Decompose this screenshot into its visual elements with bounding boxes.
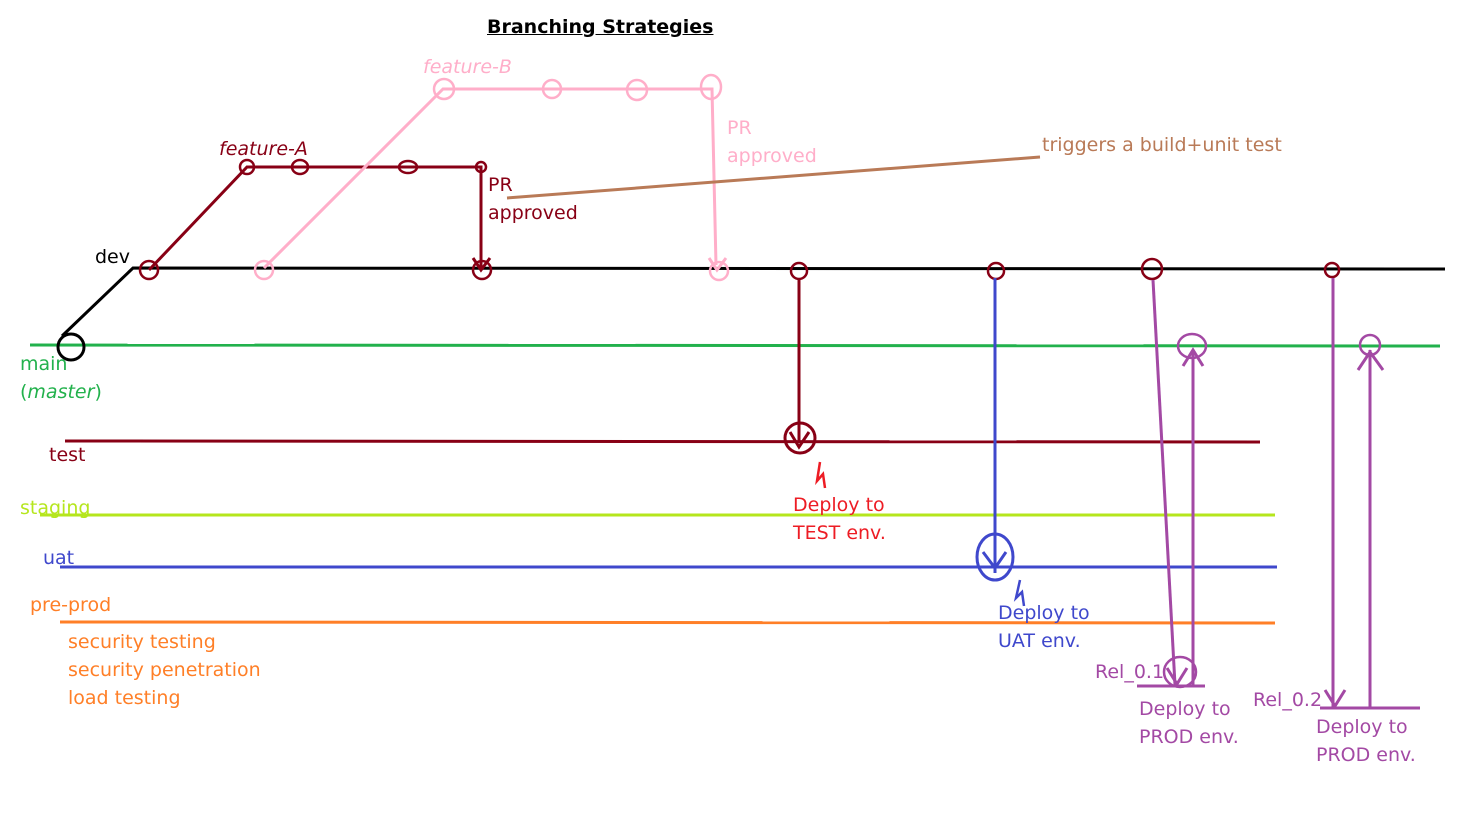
uat-deploy-arrowhead [981,551,1008,571]
feature-a-commit [474,160,488,174]
dev-branch-line [60,266,1446,338]
pr-approved-b-line1: PR [727,117,752,139]
uat-deploy-target [975,532,1015,582]
trigger-pointer-line [506,155,1041,200]
master-close-paren: ) [94,381,102,403]
feature-b-commit [541,78,563,100]
dev-branch-label: dev [95,246,130,268]
rel-0-1-up-arrowhead [1181,347,1205,367]
deploy-uat-label-line2: UAT env. [998,630,1081,652]
rel-0-2-down-arrowhead [1323,689,1347,709]
rel-0-1-down-arrowhead [1165,667,1189,687]
feature-b-commit [699,73,723,101]
main-branch-label: main [20,353,68,375]
feature-a-commit [238,158,256,176]
dev-commit-rel-0-1 [1140,257,1164,281]
main-root-commit [56,332,86,362]
rel-0-2-main-target [1358,333,1382,357]
test-deploy-target [783,421,817,455]
feature-a-commit [397,159,419,175]
main-branch-line [29,343,1441,348]
deploy-prod-2-label-line1: Deploy to [1316,716,1408,738]
pr-approved-a-line2: approved [488,202,578,224]
rel-0-1-main-target [1176,332,1208,360]
feature-b-branch-line [262,87,718,270]
deploy-prod-2-label-line2: PROD env. [1316,744,1416,766]
test-deploy-arrowhead [788,431,811,450]
dev-commit-feature-b-merge [708,260,730,282]
feature-b-branch-label: feature-B [423,56,512,78]
preprod-note: security penetration [68,659,261,681]
staging-branch-label: staging [20,497,91,519]
dev-commit-test-deploy [789,261,809,281]
rel-0-2-label: Rel_0.2 [1253,689,1323,711]
dev-commit-rel-0-2 [1323,261,1341,279]
feature-b-commit [625,78,649,102]
dev-commit-feature-a-merge [471,259,493,281]
deploy-test-label-line1: Deploy to [793,494,885,516]
test-branch-line [64,439,1261,444]
rel-0-2-up-arrowhead [1356,349,1385,371]
deploy-uat-label-line1: Deploy to [998,602,1090,624]
test-lightning-icon [815,461,827,489]
trigger-annotation: triggers a build+unit test [1042,134,1282,156]
feature-b-commit [432,77,456,101]
deploy-test-label-line2: TEST env. [793,522,886,544]
dev-commit-uat-deploy [986,261,1006,281]
feature-a-commit [290,158,310,176]
deploy-prod-1-label-line1: Deploy to [1139,698,1231,720]
feature-a-branch-label: feature-A [219,138,308,160]
pr-approved-b-line2: approved [727,145,817,167]
preprod-note: load testing [68,687,181,709]
deploy-prod-1-label-line2: PROD env. [1139,726,1239,748]
rel-0-1-down-line [1151,279,1177,686]
master-branch-label: (master) [20,378,102,406]
master-name: master [27,381,95,403]
rel-0-1-label: Rel_0.1 [1095,661,1165,683]
dev-commit-feature-b-base [253,259,275,281]
test-branch-label: test [49,444,86,466]
master-open-paren: ( [20,381,28,403]
pr-approved-a-line1: PR [488,174,513,196]
preprod-branch-line [59,620,1276,625]
preprod-branch-label: pre-prod [30,594,112,616]
uat-lightning-icon [1013,579,1026,607]
uat-branch-label: uat [43,547,75,569]
preprod-note: security testing [68,631,216,653]
dev-commit-feature-a-base [138,259,160,281]
page-title: Branching Strategies [487,16,714,38]
